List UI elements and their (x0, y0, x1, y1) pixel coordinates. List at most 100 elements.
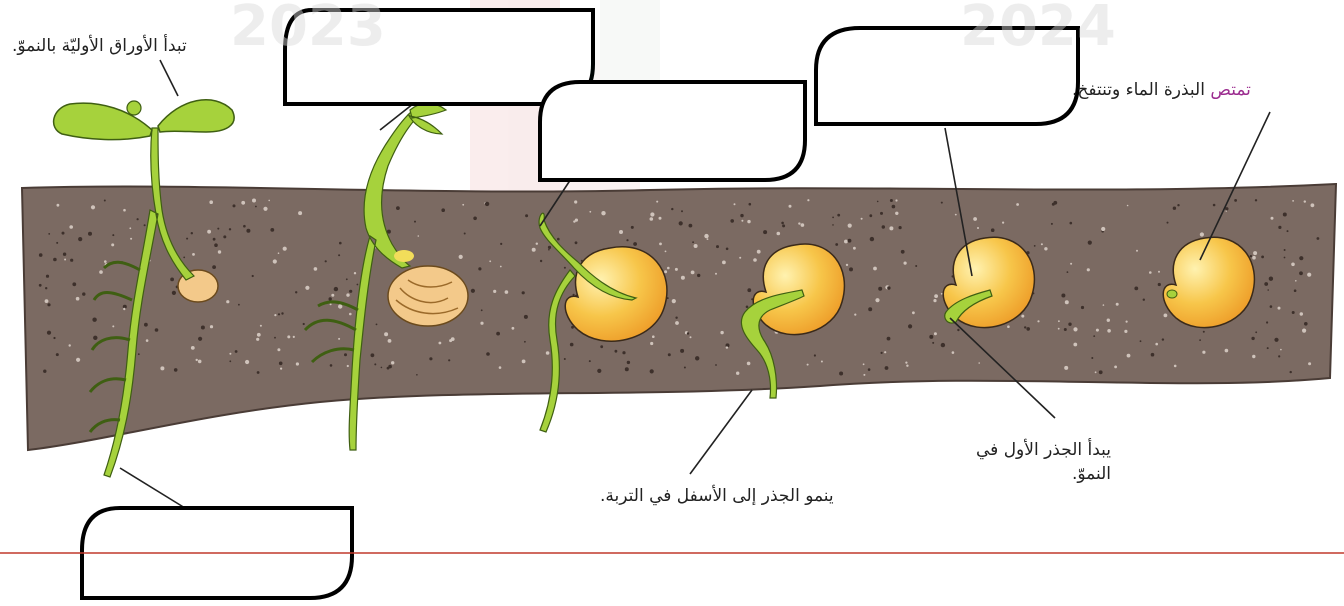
soil-speck (45, 299, 49, 303)
soil-speck (329, 297, 332, 300)
soil-speck (1127, 354, 1131, 358)
soil-speck (955, 214, 957, 216)
soil-speck (1096, 329, 1099, 332)
soil-speck (681, 210, 683, 212)
soil-speck (1073, 343, 1077, 347)
soil-speck (53, 337, 55, 339)
soil-speck (1065, 300, 1069, 304)
soil-speck (448, 359, 450, 361)
soil-speck (934, 332, 937, 335)
soil-speck (233, 204, 236, 207)
soil-speck (1267, 289, 1269, 291)
soil-speck (486, 352, 490, 356)
soil-speck (331, 294, 334, 297)
soil-speck (908, 324, 912, 328)
soil-speck (305, 286, 309, 290)
soil-speck (46, 275, 49, 278)
soil-speck (217, 228, 219, 230)
soil-speck (697, 274, 700, 277)
soil-speck (384, 332, 388, 336)
soil-speck (76, 358, 80, 362)
soil-speck (429, 357, 432, 360)
soil-speck (130, 238, 132, 240)
soil-speck (296, 362, 299, 365)
soil-speck (1044, 247, 1047, 250)
soil-speck (667, 267, 670, 270)
soil-speck (722, 261, 726, 265)
soil-speck (884, 351, 886, 353)
soil-speck (524, 341, 526, 343)
label-first-root-line1: يبدأ الجذر الأول في (976, 438, 1111, 462)
soil-speck (347, 365, 349, 367)
soil-speck (1136, 250, 1138, 252)
soil-speck (882, 225, 885, 228)
soil-speck (1292, 311, 1295, 314)
soil-speck (715, 364, 717, 366)
soil-speck (280, 368, 282, 370)
soil-speck (1088, 241, 1092, 245)
soil-speck (1299, 256, 1303, 260)
soil-speck (489, 260, 491, 262)
soil-speck (255, 206, 257, 208)
soil-speck (716, 245, 719, 248)
soil-speck (631, 226, 634, 229)
soil-speck (1016, 203, 1019, 206)
soil-speck (146, 339, 149, 342)
soil-speck (626, 239, 628, 241)
soil-speck (1299, 271, 1303, 275)
soil-speck (1304, 200, 1306, 202)
soil-speck (62, 232, 65, 235)
soil-speck (235, 350, 238, 353)
soil-speck (1101, 227, 1105, 231)
soil-speck (191, 346, 195, 350)
soil-speck (416, 374, 418, 376)
soil-speck (241, 201, 245, 205)
soil-speck (1126, 321, 1128, 323)
soil-speck (229, 353, 231, 355)
soil-speck (1284, 249, 1286, 251)
soil-speck (226, 300, 229, 303)
soil-speck (493, 290, 496, 293)
soil-speck (1116, 303, 1119, 306)
soil-speck (863, 374, 865, 376)
soil-speck (690, 336, 692, 338)
soil-speck (978, 362, 980, 364)
soil-speck (496, 332, 500, 336)
soil-speck (548, 249, 550, 251)
soil-speck (246, 229, 250, 233)
soil-speck (1213, 204, 1216, 207)
soil-speck (1294, 289, 1297, 292)
soil-speck (268, 200, 270, 202)
leader-root-down (690, 390, 752, 474)
soil-speck (270, 228, 274, 232)
soil-speck (747, 220, 750, 223)
soil-speck (374, 363, 376, 365)
soil-speck (78, 237, 82, 241)
soil-speck (1093, 335, 1095, 337)
soil-speck (574, 200, 577, 203)
soil-speck (257, 333, 261, 337)
soil-speck (1058, 320, 1060, 322)
soil-speck (681, 276, 685, 280)
soil-speck (263, 207, 267, 211)
soil-speck (314, 267, 318, 271)
soil-speck (848, 224, 852, 228)
soil-speck (123, 308, 125, 310)
soil-speck (807, 364, 809, 366)
soil-speck (853, 247, 856, 250)
soil-speck (1311, 203, 1315, 207)
soil-speck (1103, 304, 1105, 306)
soil-speck (1177, 204, 1179, 206)
soil-speck (274, 337, 276, 339)
soil-speck (1291, 263, 1295, 267)
soil-speck (675, 317, 677, 319)
soil-speck (941, 343, 945, 347)
soil-speck (338, 304, 342, 308)
soil-speck (1255, 199, 1257, 201)
soil-speck (499, 366, 502, 369)
soil-speck (388, 365, 392, 369)
soil-speck (252, 199, 256, 203)
soil-speck (839, 372, 843, 376)
soil-speck (243, 225, 246, 228)
soil-speck (1283, 213, 1287, 217)
